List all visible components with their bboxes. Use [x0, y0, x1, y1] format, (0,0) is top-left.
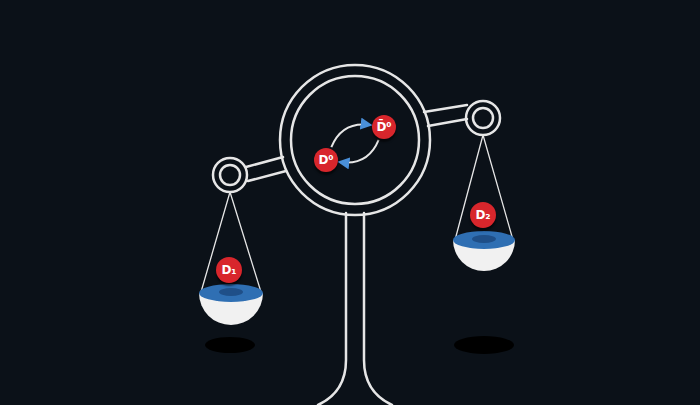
pan-shadow — [454, 336, 514, 354]
lens-ring — [280, 65, 430, 215]
beam-arm — [428, 119, 467, 126]
pan-hollow — [472, 235, 496, 243]
pivot-ring — [473, 108, 493, 128]
pan-string — [455, 135, 513, 240]
particle-label: D̄⁰ — [376, 121, 391, 133]
pivot-ring — [466, 101, 500, 135]
oscillation-arc — [340, 140, 379, 163]
pan-rim — [453, 231, 515, 249]
pan-shadow — [205, 337, 255, 353]
pan-string — [201, 192, 261, 292]
particle-label: D₂ — [475, 209, 490, 221]
pivot-ring — [220, 165, 240, 185]
stand-line — [364, 213, 392, 405]
particle-label: D⁰ — [318, 154, 333, 166]
beam-arm — [424, 105, 467, 112]
beam-arm — [248, 171, 286, 181]
beam-arm — [246, 157, 283, 167]
stand-line — [318, 213, 346, 405]
particle-circle: D⁰ — [314, 148, 338, 172]
pivot-ring — [213, 158, 247, 192]
pan-hollow — [219, 288, 243, 296]
particle-circle: D₁ — [216, 257, 242, 283]
particle-circle: D̄⁰ — [372, 115, 396, 139]
oscillation-arc — [331, 124, 370, 147]
lens-ring — [291, 76, 419, 204]
particle-label: D₁ — [221, 264, 236, 276]
pan-rim — [199, 284, 263, 302]
particle-circle: D₂ — [470, 202, 496, 228]
